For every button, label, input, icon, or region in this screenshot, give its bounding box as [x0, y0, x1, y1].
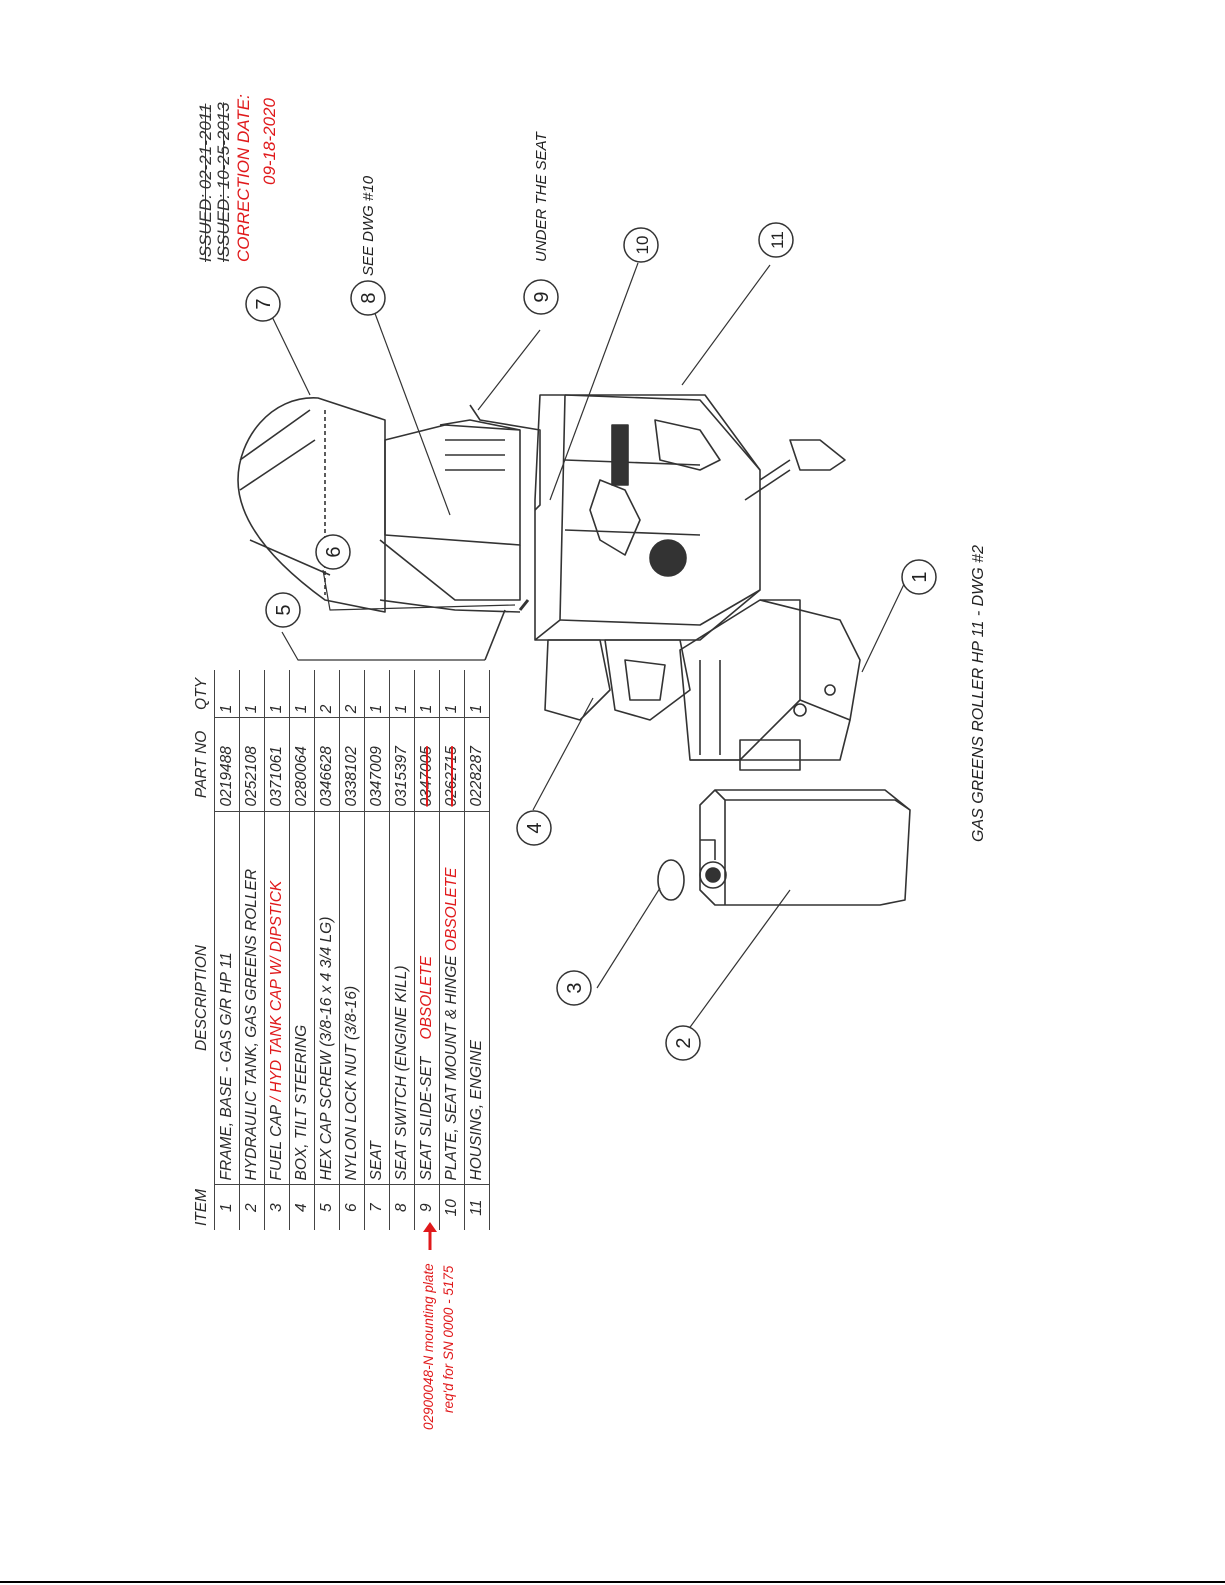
note-arrow-icon	[423, 1222, 437, 1250]
balloon-2: 2	[665, 1025, 701, 1061]
hydraulic-tank-illustration	[699, 789, 911, 906]
svg-text:2: 2	[673, 1037, 695, 1048]
balloon-8: 8	[350, 280, 386, 316]
svg-text:5: 5	[273, 604, 295, 615]
balloon-4: 4	[516, 810, 552, 846]
svg-text:10: 10	[633, 236, 652, 255]
svg-text:9: 9	[531, 291, 553, 302]
balloon-7: 7	[245, 286, 281, 322]
balloon-9: 9	[523, 279, 559, 315]
balloon-6: 6	[315, 534, 351, 570]
svg-text:7: 7	[253, 298, 275, 309]
base-frame-illustration	[679, 439, 861, 771]
svg-text:8: 8	[358, 292, 380, 303]
tilt-steering-box-illustration	[544, 639, 691, 721]
item-balloons: 1 2 3 4 5 6 7 8 9 10 11	[245, 222, 937, 1061]
svg-text:4: 4	[524, 822, 546, 833]
fuel-cap-illustration	[657, 859, 685, 901]
balloon-10: 10	[623, 227, 659, 263]
balloon-11: 11	[758, 222, 794, 258]
svg-text:6: 6	[323, 546, 345, 557]
seat-illustration	[237, 397, 521, 613]
svg-text:11: 11	[768, 231, 787, 249]
lock-nut-illustration	[518, 599, 530, 611]
svg-text:1: 1	[909, 571, 931, 582]
balloon-1: 1	[901, 559, 937, 595]
engine-housing-illustration	[534, 394, 761, 641]
balloon-3: 3	[556, 970, 592, 1006]
balloon-5: 5	[265, 592, 301, 628]
seat-slide-illustration	[469, 404, 541, 511]
leader-lines	[263, 262, 907, 1031]
hex-cap-screw-illustration	[484, 609, 506, 661]
svg-text:3: 3	[564, 982, 586, 993]
